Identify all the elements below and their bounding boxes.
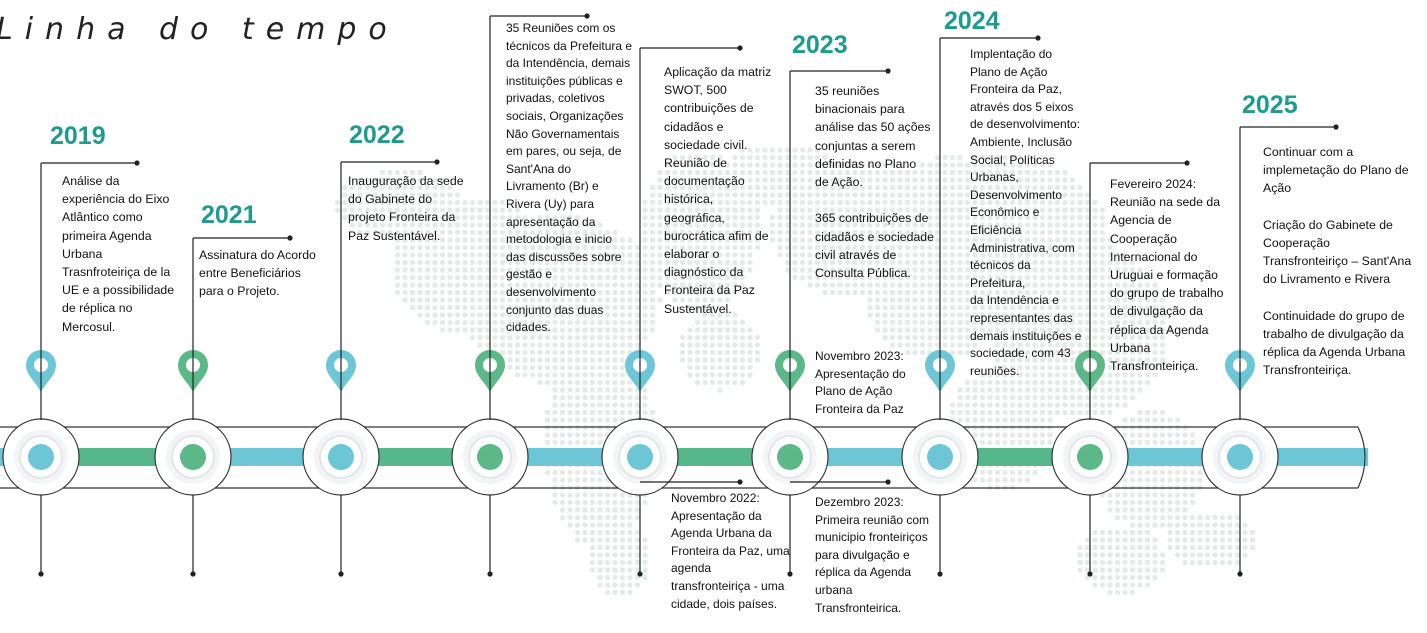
leader-endpoint xyxy=(1333,124,1339,130)
event-2023-text: 35 reuniões binacionais para análise das… xyxy=(815,84,934,281)
map-dot-group xyxy=(334,147,1256,596)
event-2024-feb-text: Fevereiro 2024: Reunião na sede da Agenc… xyxy=(1110,177,1224,374)
event-2022-text: Inauguração da sede do Gabinete do proje… xyxy=(348,174,464,243)
event-2025-text: Continuar com a implemetação do Plano de… xyxy=(1263,145,1412,378)
node-dot xyxy=(328,444,354,470)
leader-endpoint xyxy=(134,160,140,166)
node-down-endpoint xyxy=(190,571,196,577)
event-2024-text: Implentação do Plano de Ação Fronteira d… xyxy=(970,47,1082,378)
node-dot xyxy=(180,444,206,470)
leader-endpoint xyxy=(584,13,590,19)
node-dot xyxy=(477,444,503,470)
node-down-endpoint xyxy=(38,571,44,577)
leader-endpoint xyxy=(885,68,891,74)
event-2021-text: Assinatura do Acordo entre Beneficiários… xyxy=(199,248,316,299)
node-down-endpoint xyxy=(338,571,344,577)
event-2022-nov-text: Novembro 2022: Apresentação da Agenda Ur… xyxy=(671,491,790,611)
node-down-endpoint xyxy=(637,571,643,577)
year-2022: 2022 xyxy=(349,121,405,149)
event-2022-swot-text: Aplicação da matriz SWOT, 500 contribuiç… xyxy=(664,65,772,316)
year-2023: 2023 xyxy=(792,31,848,59)
leader-endpoint xyxy=(1035,35,1041,41)
node-down-endpoint xyxy=(787,571,793,577)
node-dot xyxy=(1227,444,1253,470)
node-dot xyxy=(927,444,953,470)
node-down-endpoint xyxy=(937,571,943,577)
node-down-endpoint xyxy=(487,571,493,577)
event-2022-meetings-text: 35 Reuniões com os técnicos da Prefeitur… xyxy=(506,21,633,335)
leader-endpoint xyxy=(737,45,743,51)
node-dot xyxy=(28,444,54,470)
node-dot xyxy=(1077,444,1103,470)
leader-endpoint xyxy=(1184,160,1190,166)
node-down-endpoint xyxy=(1237,571,1243,577)
node-down-endpoint xyxy=(1087,571,1093,577)
node-dot xyxy=(777,444,803,470)
year-2024: 2024 xyxy=(944,7,1000,35)
year-2021: 2021 xyxy=(201,201,257,229)
leader-endpoint xyxy=(287,235,293,241)
event-2023-nov-text: Novembro 2023: Apresentação do Plano de … xyxy=(815,349,906,416)
leader-endpoint xyxy=(434,159,440,165)
year-2025: 2025 xyxy=(1242,91,1298,119)
leader-endpoint xyxy=(737,479,743,485)
node-dot xyxy=(627,444,653,470)
page-title: Linha do tempo xyxy=(0,12,399,47)
event-2023-dec-text: Dezembro 2023: Primeira reunião com muni… xyxy=(815,495,930,615)
year-2019: 2019 xyxy=(50,122,106,150)
timeline-tail-curve xyxy=(1357,426,1366,489)
leader-endpoint xyxy=(885,479,891,485)
event-2019-text: Análise da experiência do Eixo Atlântico… xyxy=(62,174,175,334)
